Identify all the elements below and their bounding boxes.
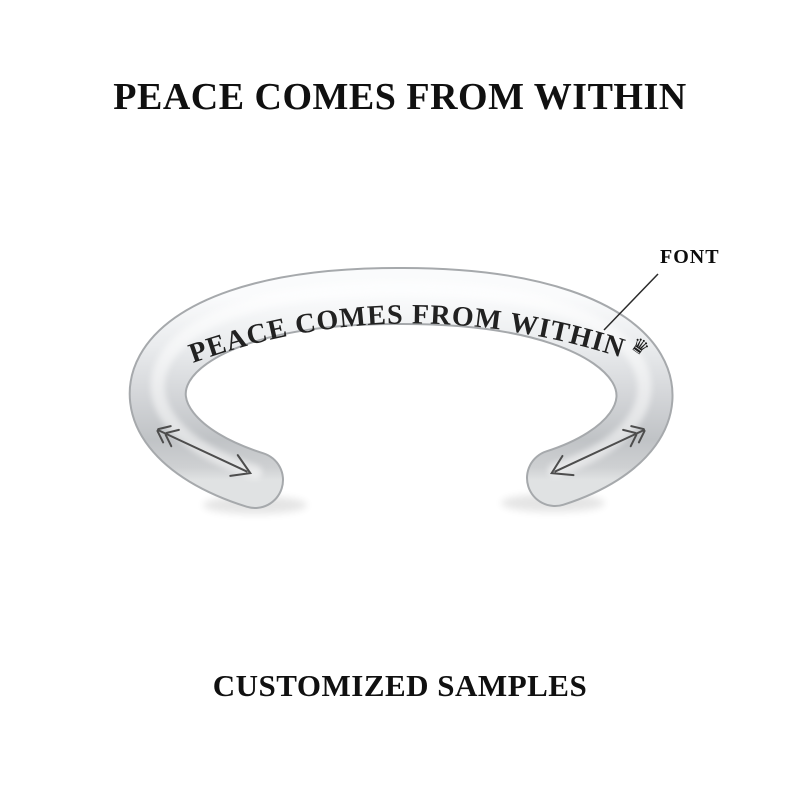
arrow-left-engraving-icon bbox=[156, 425, 253, 477]
bottom-title: CUSTOMIZED SAMPLES bbox=[212, 668, 588, 703]
font-callout-label: FONT bbox=[660, 246, 720, 268]
font-callout-line bbox=[603, 273, 659, 331]
top-title: PEACE COMES FROM WITHIN bbox=[113, 76, 687, 118]
band-highlight bbox=[150, 280, 652, 479]
arrow-right-engraving-icon bbox=[549, 425, 646, 477]
